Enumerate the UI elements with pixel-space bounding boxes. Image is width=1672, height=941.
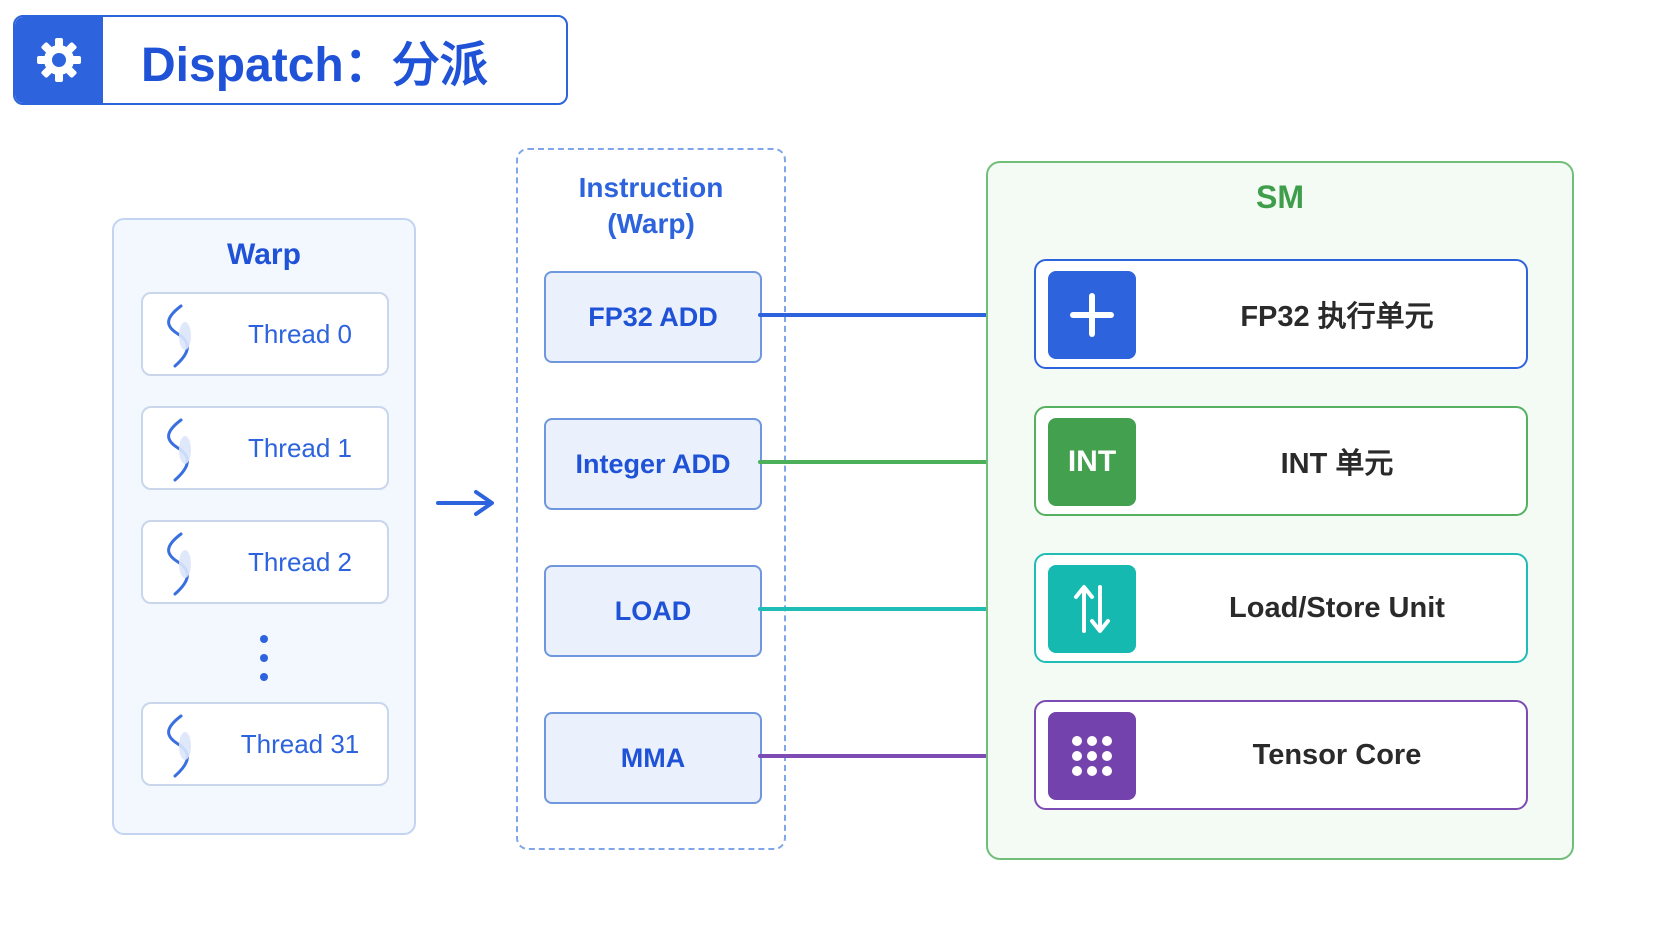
- page-title: Dispatch：分派: [141, 39, 488, 92]
- thread-card: Thread 0: [141, 292, 389, 376]
- gear-icon: [37, 38, 81, 82]
- thread-card: Thread 2: [141, 520, 389, 604]
- int-text-icon: INT: [1048, 418, 1136, 506]
- arrow-int: [758, 450, 1022, 474]
- unit-load-store: Load/Store Unit: [1034, 553, 1528, 663]
- thread-label: Thread 1: [247, 432, 353, 463]
- thread-wave-icon: [167, 304, 191, 368]
- warp-title: Warp: [227, 238, 301, 271]
- arrow-fp32: [758, 303, 1022, 327]
- instruction-fp32-add: FP32 ADD: [544, 271, 762, 363]
- sm-title: SM: [1256, 179, 1304, 215]
- sm-panel: SM FP32 执行单元 INT INT 单元: [986, 161, 1574, 860]
- unit-label: Load/Store Unit: [1229, 591, 1445, 624]
- instruction-load: LOAD: [544, 565, 762, 657]
- instruction-title: Instruction (Warp): [518, 170, 784, 242]
- instruction-mma: MMA: [544, 712, 762, 804]
- arrow-load: [758, 597, 1022, 621]
- thread-wave-icon: [167, 418, 191, 482]
- instruction-panel: Instruction (Warp) FP32 ADD Integer ADD …: [516, 148, 786, 850]
- right-arrow-icon: [436, 490, 494, 516]
- unit-fp32: FP32 执行单元: [1034, 259, 1528, 369]
- unit-int: INT INT 单元: [1034, 406, 1528, 516]
- title-bar: Dispatch：分派: [13, 15, 568, 105]
- thread-wave-icon: [167, 714, 191, 778]
- arrow-mma: [758, 744, 1022, 768]
- dot-grid-icon: [1048, 712, 1136, 800]
- instruction-title-line2: (Warp): [607, 208, 695, 239]
- thread-wave-icon: [167, 532, 191, 596]
- thread-label: Thread 31: [240, 728, 360, 759]
- thread-card: Thread 1: [141, 406, 389, 490]
- int-icon-text: INT: [1067, 445, 1117, 478]
- thread-label: Thread 0: [247, 318, 353, 349]
- thread-card: Thread 31: [141, 702, 389, 786]
- instruction-integer-add: Integer ADD: [544, 418, 762, 510]
- unit-label: Tensor Core: [1252, 738, 1422, 771]
- title-icon-box: [15, 17, 103, 103]
- unit-label: FP32 执行单元: [1240, 301, 1434, 333]
- thread-label: Thread 2: [247, 546, 353, 577]
- vertical-ellipsis-icon: [260, 635, 268, 681]
- unit-tensor-core: Tensor Core: [1034, 700, 1528, 810]
- instruction-title-line1: Instruction: [578, 172, 724, 203]
- unit-label: INT 单元: [1280, 448, 1394, 480]
- warp-panel: Warp Thread 0 Thread 1 Thread 2 Thread 3…: [112, 218, 416, 835]
- plus-icon: [1048, 271, 1136, 359]
- up-down-arrows-icon: [1048, 565, 1136, 653]
